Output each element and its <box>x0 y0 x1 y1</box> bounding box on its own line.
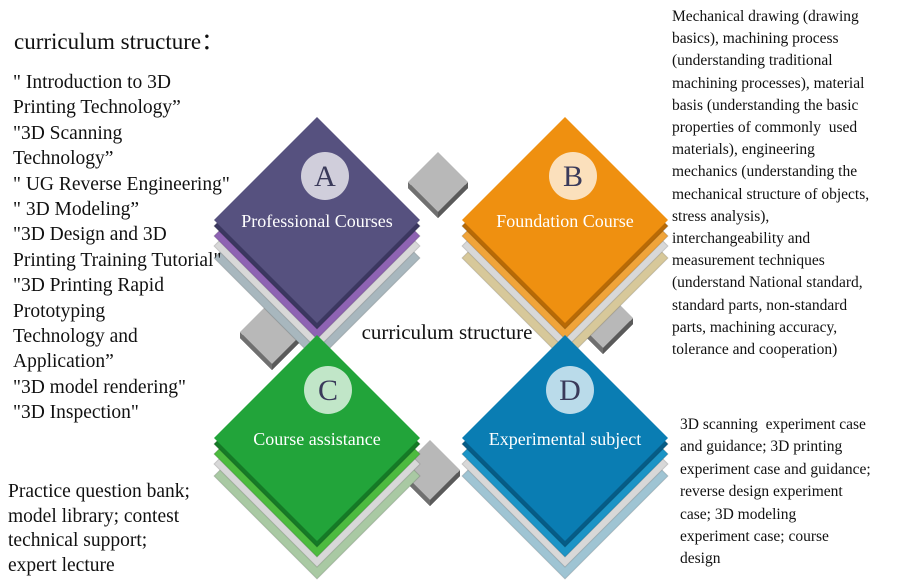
foundation-course-list-line: basics), machining process <box>672 30 839 48</box>
professional-courses-list-line: "3D Scanning <box>13 122 123 144</box>
professional-courses-list-line: "3D model rendering" <box>13 376 186 398</box>
course-assistance-list-line: technical support; <box>8 530 148 552</box>
experimental-subject-list-line: case; 3D modeling <box>680 505 797 523</box>
foundation-course-list-line: standard parts, non-standard <box>672 296 848 314</box>
foundation-course-list-line: tolerance and cooperation) <box>672 341 838 359</box>
quadrant-label: Foundation Course <box>496 211 634 231</box>
course-assistance-list: Practice question bank; model library; co… <box>8 480 190 578</box>
foundation-course-list-line: mechanical structure of objects, <box>672 185 870 203</box>
letter-badge-text: A <box>314 160 336 193</box>
quadrant-b: B Foundation Course <box>461 117 669 362</box>
letter-badge-text: B <box>563 160 583 193</box>
connector-top <box>408 152 468 218</box>
professional-courses-list-line: Technology” <box>13 148 114 170</box>
letter-badge-text: C <box>318 374 338 407</box>
connector-top-side-left <box>408 182 438 218</box>
letter-badge <box>304 366 352 414</box>
connector-bottom-side-right <box>430 470 460 506</box>
professional-courses-list-line: "3D Design and 3D <box>13 224 167 246</box>
foundation-course-list-line: basis (understanding the basic <box>672 96 859 114</box>
professional-courses-list-line: Technology and <box>13 326 138 348</box>
quadrant-d: D Experimental subject <box>461 335 669 580</box>
professional-courses-list-line: Printing Technology” <box>13 97 181 119</box>
connector-top-side-right <box>438 182 468 218</box>
letter-badge <box>549 152 597 200</box>
foundation-course-list-line: measurement techniques <box>672 252 825 270</box>
professional-courses-list-line: " UG Reverse Engineering" <box>13 173 230 195</box>
foundation-course-list-line: properties of commonly used <box>672 119 858 137</box>
course-assistance-list-line: Practice question bank; <box>8 481 190 502</box>
connector-left-side-right <box>272 332 304 370</box>
experimental-subject-list-line: design <box>680 550 721 568</box>
foundation-course-list-line: Mechanical drawing (drawing <box>672 8 859 25</box>
foundation-course-list-line: machining processes), material <box>672 74 865 92</box>
professional-courses-list: " Introduction to 3D Printing Technology”… <box>13 70 230 426</box>
quadrant-top <box>462 117 668 323</box>
connector-right-side-right <box>603 318 633 354</box>
professional-courses-list-line: Prototyping <box>13 300 106 322</box>
foundation-course-list-line: parts, machining accuracy, <box>672 318 838 336</box>
quadrant-label: Course assistance <box>253 429 380 449</box>
connector-top-top <box>408 152 468 212</box>
professional-courses-list-line: " 3D Modeling” <box>13 199 140 221</box>
foundation-course-list-line: stress analysis), <box>672 207 770 225</box>
professional-courses-list-line: "3D Printing Rapid <box>13 275 164 297</box>
professional-courses-list-line: Application” <box>13 351 114 373</box>
center-label: curriculum structure <box>362 320 533 344</box>
heading-text: curriculum structure： <box>14 29 225 54</box>
professional-courses-list-line: " Introduction to 3D <box>13 72 171 93</box>
experimental-subject-list-line: experiment case; course <box>680 528 829 546</box>
foundation-course-list-line: (understand National standard, <box>672 274 863 292</box>
connector-left-side-left <box>240 332 272 370</box>
experimental-subject-list-line: experiment case and guidance; <box>680 460 871 478</box>
course-assistance-list-line: model library; contest <box>8 505 180 527</box>
foundation-course-list-line: (understanding traditional <box>672 52 833 70</box>
quadrant-top <box>214 335 420 541</box>
quadrant-top <box>214 117 420 323</box>
foundation-course-list: Mechanical drawing (drawing basics), mach… <box>672 6 869 361</box>
quadrant-c: C Course assistance <box>213 335 421 580</box>
professional-courses-list-line: Printing Training Tutorial" <box>13 249 222 271</box>
quadrant-top <box>462 335 668 541</box>
letter-badge <box>546 366 594 414</box>
letter-badge <box>301 152 349 200</box>
quadrant-label: Experimental subject <box>489 429 641 449</box>
foundation-course-list-line: mechanics (understanding the <box>672 163 858 181</box>
experimental-subject-list: 3D scanning experiment case and guidance;… <box>680 414 871 571</box>
experimental-subject-list-line: 3D scanning experiment case <box>680 416 866 433</box>
quadrant-label: Professional Courses <box>241 211 393 231</box>
professional-courses-list-line: "3D Inspection" <box>13 402 139 424</box>
experimental-subject-list-line: and guidance; 3D printing <box>680 438 843 456</box>
foundation-course-list-line: interchangeability and <box>672 230 811 248</box>
foundation-course-list-line: materials), engineering <box>672 141 815 159</box>
quadrant-a: A Professional Courses <box>213 117 421 362</box>
experimental-subject-list-line: reverse design experiment <box>680 483 843 501</box>
course-assistance-list-line: expert lecture <box>8 554 115 576</box>
letter-badge-text: D <box>559 374 581 407</box>
